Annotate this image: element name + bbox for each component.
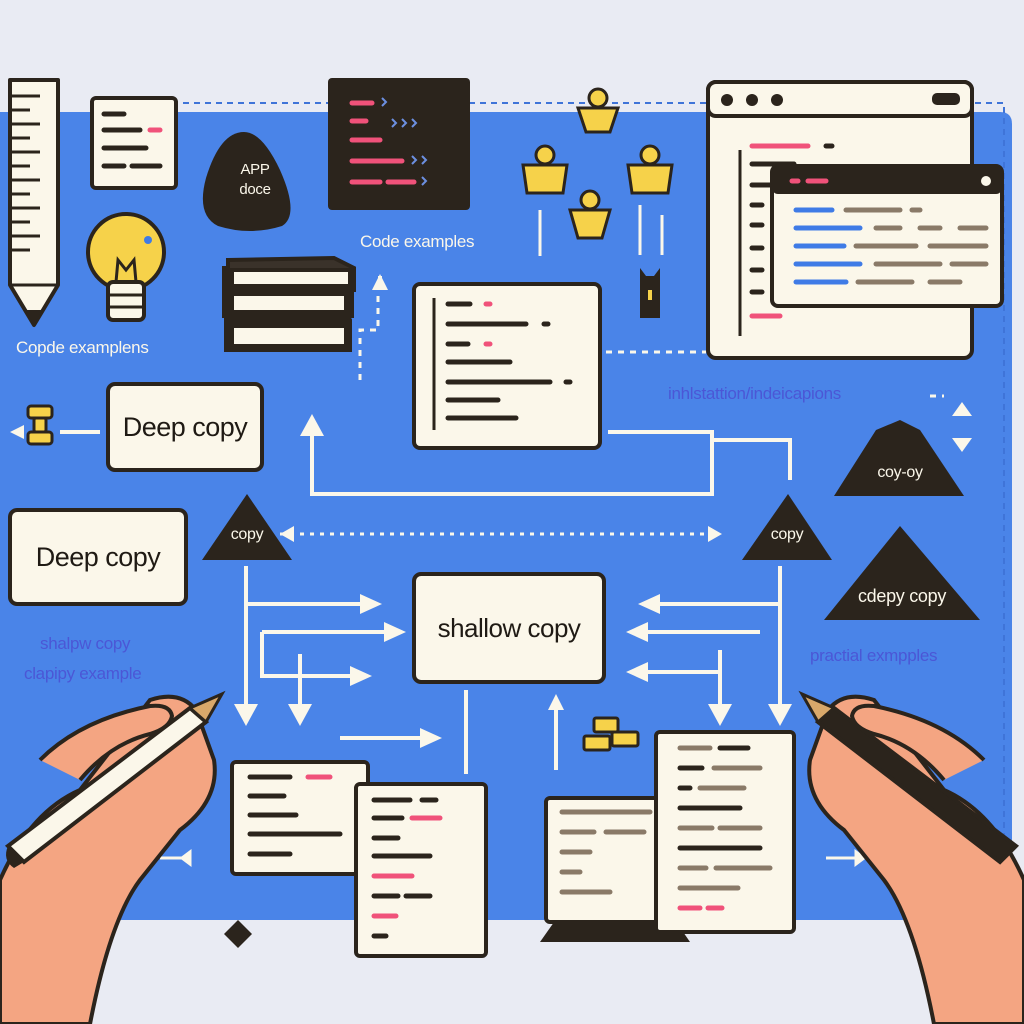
arrowheads: [10, 274, 972, 748]
app-doce-line2: doce: [239, 181, 271, 198]
deep-copy-box-lower: Deep copy: [8, 508, 188, 606]
shalpw-copy-label: shalpw copy: [40, 634, 131, 653]
center-code-card: [412, 282, 602, 450]
note-card-icon: [90, 96, 178, 190]
inhibitation-label: inhlstattion/indeicapions: [668, 384, 842, 403]
app-doce-blob: [202, 132, 291, 231]
bottom-left-code-card: [230, 760, 370, 876]
lightbulb-icon: [86, 212, 166, 322]
ruler-pencil-icon: [8, 78, 60, 327]
left-hand-pen: [0, 690, 226, 1024]
board-dashed-border: [150, 102, 1005, 920]
app-doce-label: APP doce: [212, 160, 298, 200]
coy-oy-triangle-label: coy-oy: [877, 464, 923, 481]
small-arrow-marks: [160, 849, 867, 867]
bottom-middle-code-card: [354, 782, 488, 958]
practial-exmpples-label: practial exmpples: [810, 646, 938, 665]
solid-connectors: [60, 276, 792, 774]
browser-popup-window: [770, 164, 1004, 308]
clapipy-example-label: clapipy example: [24, 664, 142, 683]
dopy-copy-triangle-label: dopy copy: [582, 898, 648, 915]
code-editor-icon: [328, 78, 470, 210]
diamond-icon: [224, 920, 252, 948]
code-examples-left-label: Copde examplens: [16, 338, 149, 357]
link-icon: [26, 404, 54, 446]
people-network-icon: [521, 87, 674, 240]
right-hand-pen: [798, 690, 1024, 1024]
shallow-copy-box: shallow copy: [412, 572, 606, 684]
connector-lines: [538, 205, 664, 256]
copy-triangle-left-label: copy: [230, 526, 264, 543]
dashed-connectors: [280, 286, 944, 536]
blocks-icon: [582, 716, 640, 752]
books-stack-icon: [222, 255, 356, 352]
bottom-right-front-card: [654, 730, 796, 934]
app-doce-line1: APP: [240, 161, 270, 178]
code-examples-top-label: Code examples: [360, 232, 475, 251]
copy-triangle-right-label: copy: [770, 526, 804, 543]
cdepy-copy-triangle-label: cdepy copy: [857, 586, 947, 606]
cat-icon: [640, 268, 660, 318]
deep-copy-box-upper: Deep copy: [106, 382, 264, 472]
